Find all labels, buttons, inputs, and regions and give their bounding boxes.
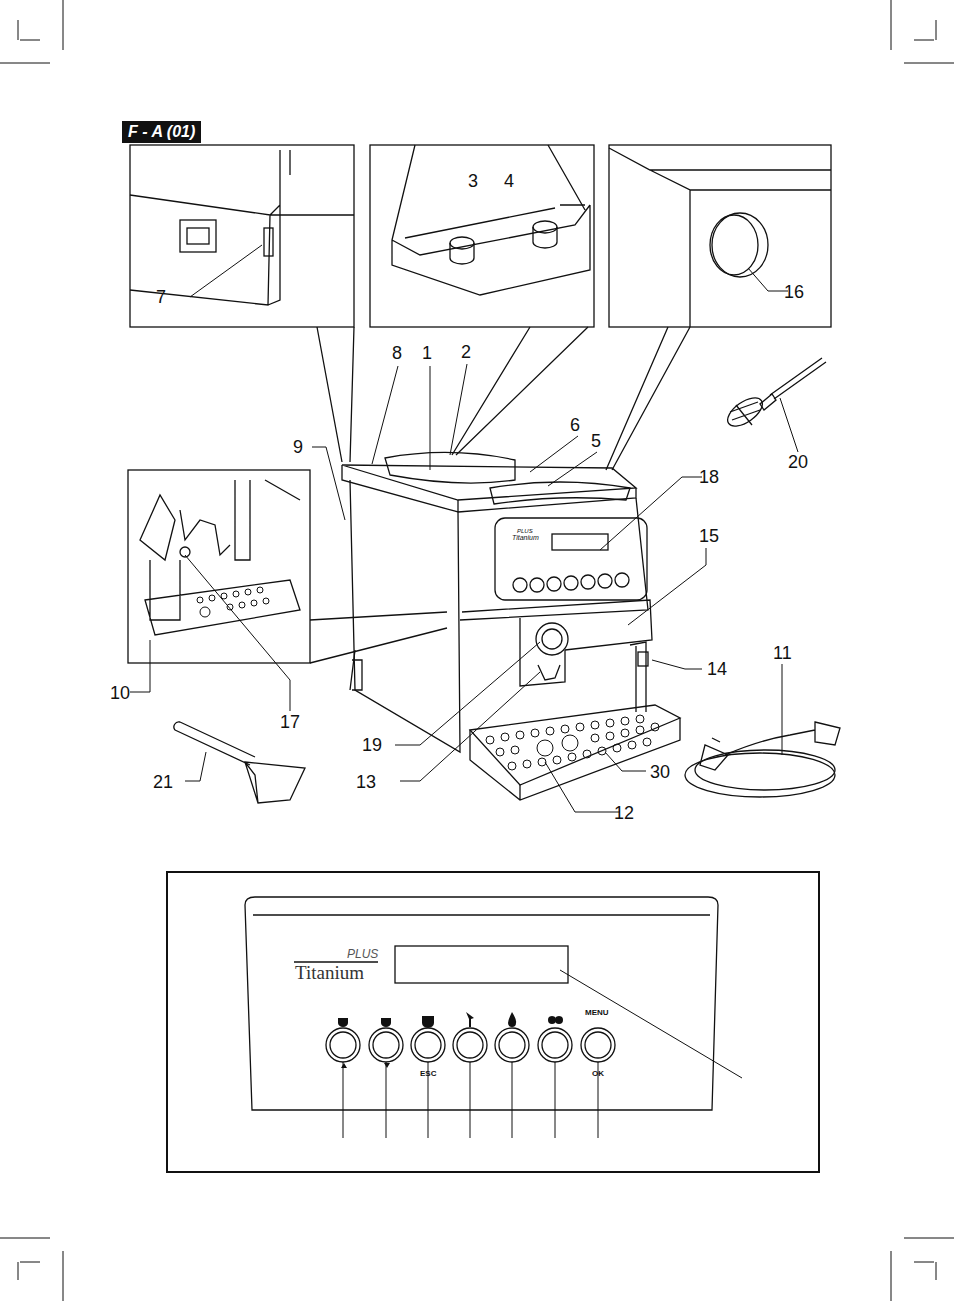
callout-number: 13 <box>356 773 376 791</box>
callout-number: 6 <box>570 416 580 434</box>
callout-number: 7 <box>156 288 166 306</box>
button-label: ESC <box>420 1070 436 1078</box>
callout-number: 10 <box>110 684 130 702</box>
callout-number: 15 <box>699 527 719 545</box>
callout-number: 20 <box>788 453 808 471</box>
callout-number: 9 <box>293 438 303 456</box>
callout-number: 21 <box>153 773 173 791</box>
callout-number: 30 <box>650 763 670 781</box>
button-label: OK <box>592 1070 604 1078</box>
callout-number: 2 <box>461 343 471 361</box>
brand-text: PLUS <box>347 948 378 960</box>
callout-number: 5 <box>591 432 601 450</box>
brand-text: Titanium <box>512 534 539 541</box>
brand-text: Titanium <box>295 963 364 982</box>
callout-number: 8 <box>392 344 402 362</box>
callout-number: 4 <box>504 172 514 190</box>
callout-number: 1 <box>422 344 432 362</box>
callout-number: 14 <box>707 660 727 678</box>
callout-number: 12 <box>614 804 634 822</box>
button-label: MENU <box>585 1009 609 1017</box>
callout-number: 11 <box>773 644 792 662</box>
callout-number: 19 <box>362 736 382 754</box>
brand-text: PLUS <box>517 528 533 534</box>
figure-tag: F - A (01) <box>122 121 201 143</box>
tag-text: F - A (01) <box>128 123 195 140</box>
callout-number: 16 <box>784 283 804 301</box>
callout-number: 3 <box>468 172 478 190</box>
callout-number: 18 <box>699 468 719 486</box>
callout-number: 17 <box>280 713 300 731</box>
